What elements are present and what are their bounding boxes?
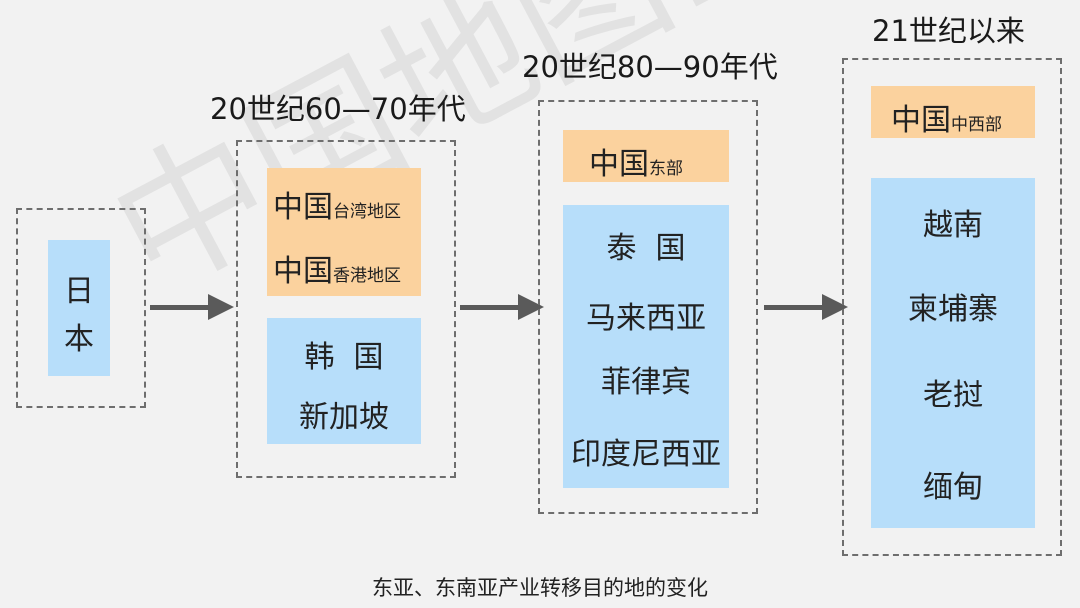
stage-1-china-box: 中国台湾地区 中国香港地区 (267, 168, 421, 296)
stage-1-countries-box: 韩 国 新加坡 (267, 318, 421, 444)
china-central-west-label: 中国中西部 (891, 103, 1002, 138)
china-hongkong-label: 中国香港地区 (273, 254, 401, 289)
vietnam-label: 越南 (923, 208, 983, 243)
stage-3-countries-box: 越南 柬埔寨 老挝 缅甸 (871, 178, 1035, 528)
arrow-1 (150, 294, 234, 322)
japan-char-2: 本 (64, 322, 94, 357)
indonesia-label: 印度尼西亚 (571, 437, 721, 472)
stage-2-china-box: 中国东部 (563, 130, 729, 182)
stage-3-china-box: 中国中西部 (871, 86, 1035, 138)
thailand-label: 泰 国 (606, 231, 686, 266)
china-east-label: 中国东部 (589, 147, 683, 182)
japan-char-1: 日 (64, 274, 94, 309)
stage-1-heading: 20世纪60—70年代 (210, 92, 466, 126)
arrow-2 (460, 294, 544, 322)
stage-2-frame (538, 100, 758, 514)
figure-caption: 东亚、东南亚产业转移目的地的变化 (372, 576, 708, 600)
stage-2-countries-box: 泰 国 马来西亚 菲律宾 印度尼西亚 (563, 205, 729, 488)
stage-3-heading: 21世纪以来 (872, 14, 1025, 48)
stage-3-frame (842, 58, 1062, 556)
korea-label: 韩 国 (304, 340, 384, 375)
laos-label: 老挝 (923, 378, 983, 413)
cambodia-label: 柬埔寨 (908, 292, 998, 327)
japan-box: 日 本 (48, 240, 110, 376)
singapore-label: 新加坡 (299, 400, 389, 435)
stage-japan-frame (16, 208, 146, 408)
malaysia-label: 马来西亚 (586, 301, 706, 336)
arrow-3 (764, 294, 848, 322)
china-taiwan-label: 中国台湾地区 (273, 190, 401, 225)
stage-2-heading: 20世纪80—90年代 (522, 50, 778, 84)
stage-1-frame (236, 140, 456, 478)
philippines-label: 菲律宾 (601, 365, 691, 400)
myanmar-label: 缅甸 (923, 470, 983, 505)
